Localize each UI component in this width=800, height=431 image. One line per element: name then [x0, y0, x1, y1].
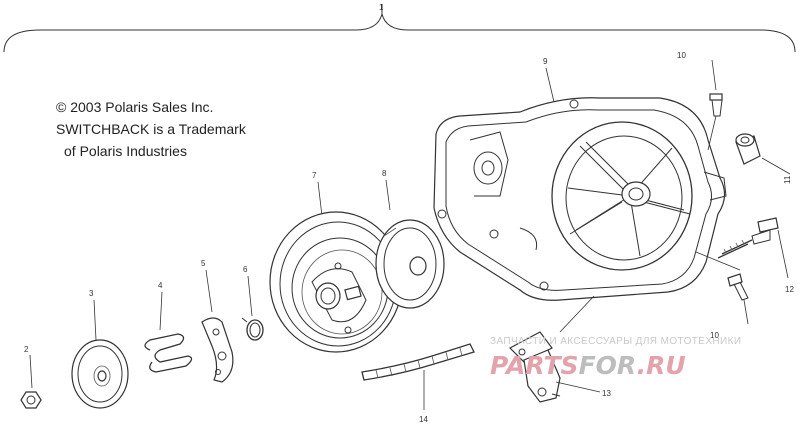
callout-13: 13	[602, 389, 611, 398]
watermark-brand-ru: .RU	[637, 351, 686, 380]
watermark: ЗАПЧАСТИ И АКСЕССУАРЫ ДЛЯ МОТОТЕХНИКИ PA…	[490, 336, 741, 380]
callout-12: 12	[785, 285, 794, 294]
callout-2: 2	[24, 345, 29, 354]
watermark-tagline: ЗАПЧАСТИ И АКСЕССУАРЫ ДЛЯ МОТОТЕХНИКИ	[490, 336, 741, 347]
part-rope-spool	[375, 179, 445, 309]
callout-8: 8	[382, 169, 387, 178]
copyright-line-2: SWITCHBACK is a Trademark	[56, 121, 246, 137]
part-pawl	[201, 269, 234, 383]
callout-9: 9	[543, 57, 548, 66]
watermark-brand-parts: PARTS	[490, 351, 579, 380]
callout-3: 3	[89, 289, 94, 298]
part-drive-plate	[71, 299, 129, 409]
part-handle-bracket	[509, 331, 601, 403]
watermark-brand-for: FOR	[579, 351, 637, 380]
part-spring-clip	[144, 291, 193, 373]
part-nut	[20, 354, 42, 409]
copyright-line-3: of Polaris Industries	[64, 143, 187, 159]
part-long-bolt	[717, 217, 789, 279]
part-screw-top	[707, 59, 723, 151]
callout-7: 7	[312, 171, 317, 180]
callout-4: 4	[158, 281, 163, 290]
callout-14: 14	[419, 415, 428, 424]
watermark-brand: PARTSFOR.RU	[490, 351, 686, 380]
part-recoil-housing	[433, 67, 741, 333]
part-bushing	[735, 133, 791, 175]
callout-5: 5	[201, 259, 206, 268]
copyright-notice: © 2003 Polaris Sales Inc. SWITCHBACK is …	[56, 96, 246, 162]
callout-1: 1	[379, 3, 384, 12]
callout-10-top: 10	[677, 51, 686, 60]
callout-10-lower: 10	[710, 331, 719, 340]
callout-11: 11	[783, 175, 792, 184]
part-starter-rope	[361, 343, 475, 410]
copyright-line-1: © 2003 Polaris Sales Inc.	[56, 99, 214, 115]
part-pawl-spring	[241, 275, 264, 341]
callout-6: 6	[243, 265, 248, 274]
assembly-bracket	[3, 4, 796, 53]
part-screw-lower	[727, 273, 749, 325]
